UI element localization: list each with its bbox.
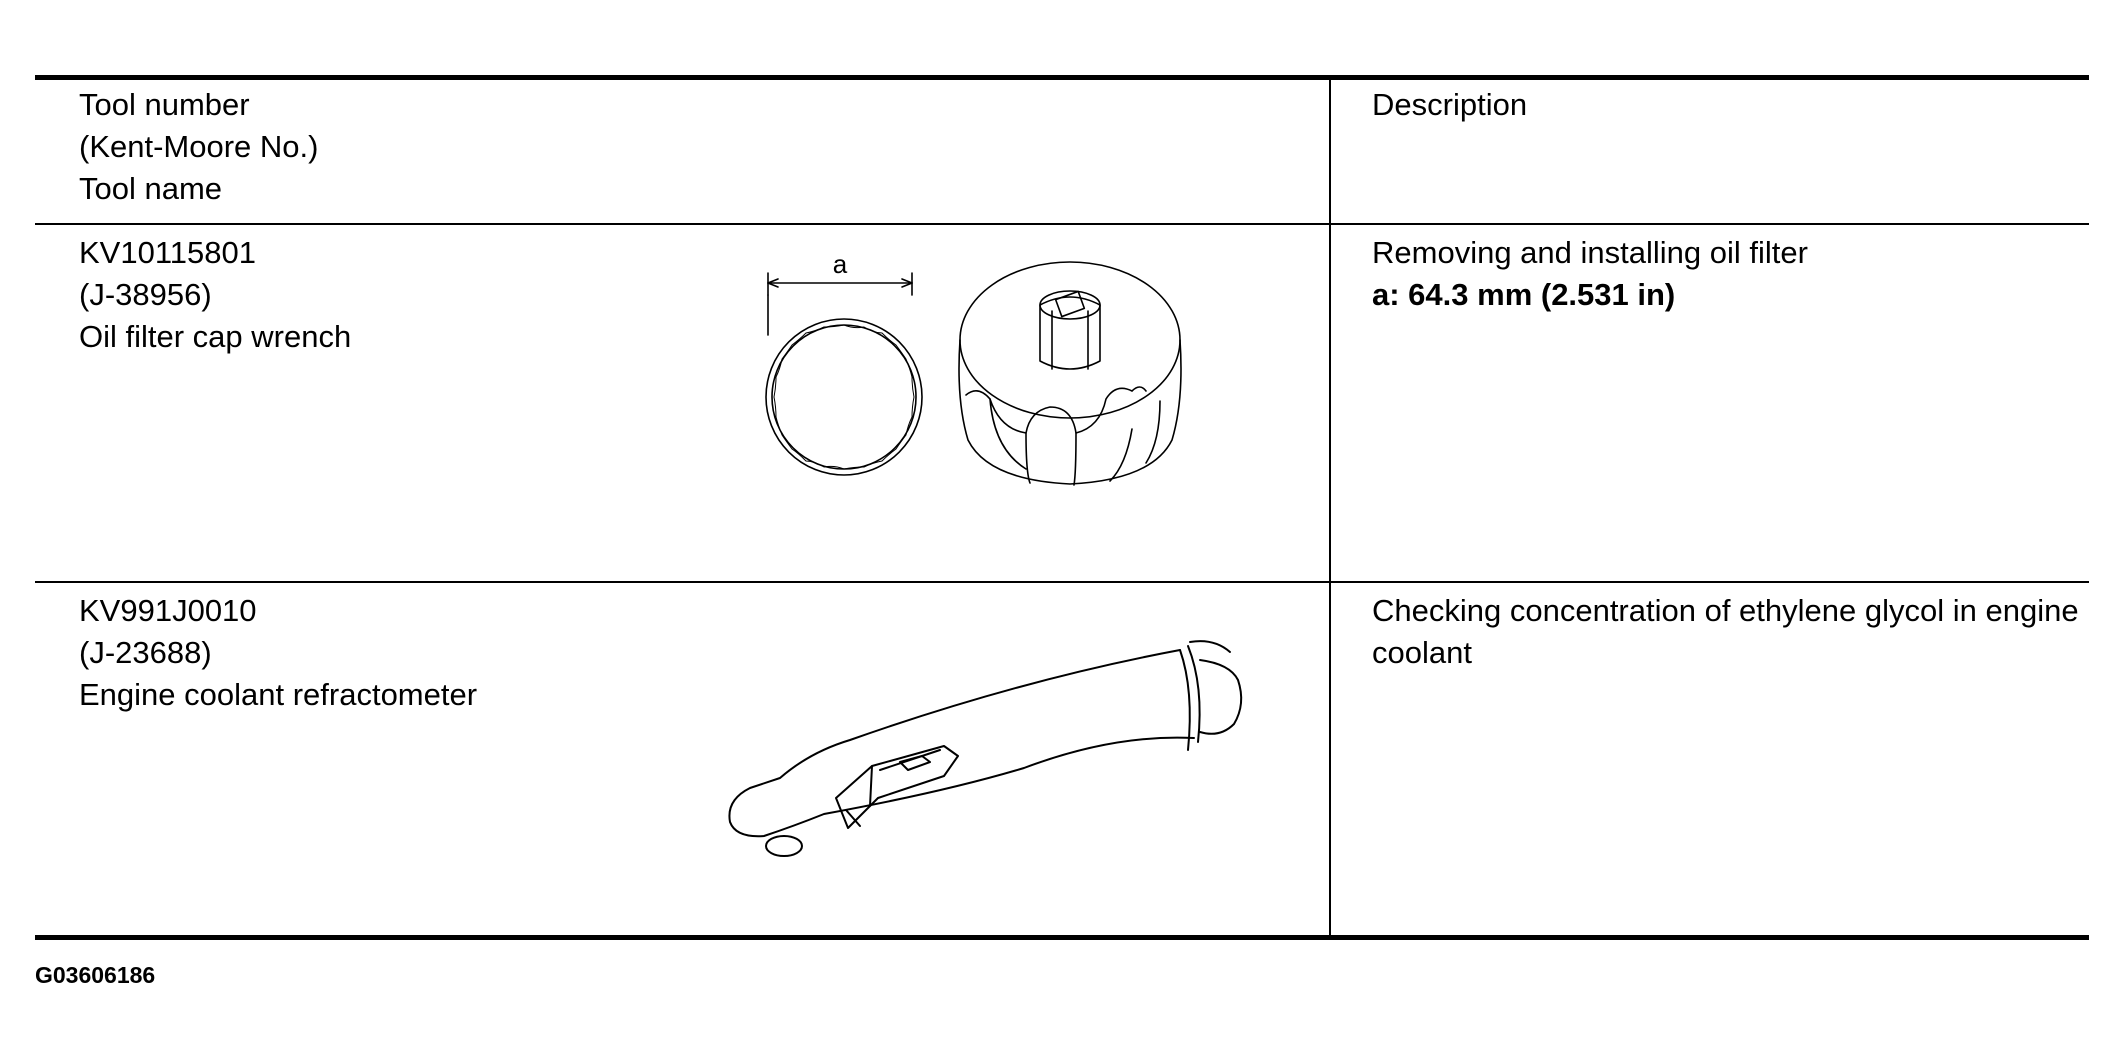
dimension-label: a xyxy=(833,249,848,279)
row2-description: Checking concentration of ethylene glyco… xyxy=(1372,593,2079,670)
table-top-border xyxy=(35,75,2089,80)
row1-description: Removing and installing oil filter xyxy=(1372,235,1808,270)
row1-tool-number: KV10115801 xyxy=(79,235,256,270)
header-tool-column: Tool number (Kent-Moore No.) Tool name xyxy=(79,84,318,210)
row1-kent-moore: (J-38956) xyxy=(79,277,212,312)
row1-spec: a: 64.3 mm (2.531 in) xyxy=(1372,277,1676,312)
row1-tool-name: Oil filter cap wrench xyxy=(79,319,352,354)
row2-kent-moore: (J-23688) xyxy=(79,635,212,670)
column-divider xyxy=(1329,78,1331,937)
row1-tool-info: KV10115801 (J-38956) Oil filter cap wren… xyxy=(79,232,351,358)
oil-filter-cap-wrench-illustration: a xyxy=(765,249,1182,486)
row2-tool-number: KV991J0010 xyxy=(79,593,257,628)
header-tool-name: Tool name xyxy=(79,171,223,206)
header-kent-moore: (Kent-Moore No.) xyxy=(79,129,319,164)
header-description: Description xyxy=(1372,87,1528,122)
header-tool-number: Tool number xyxy=(79,87,250,122)
refractometer-illustration xyxy=(728,640,1243,857)
row2-tool-name: Engine coolant refractometer xyxy=(79,677,478,712)
row1-description-cell: Removing and installing oil filter a: 64… xyxy=(1372,232,1808,316)
table-bottom-border xyxy=(35,935,2089,940)
header-divider xyxy=(35,223,2089,225)
row-divider xyxy=(35,581,2089,583)
row2-tool-info: KV991J0010 (J-23688) Engine coolant refr… xyxy=(79,590,477,716)
figure-id: G03606186 xyxy=(35,962,156,988)
